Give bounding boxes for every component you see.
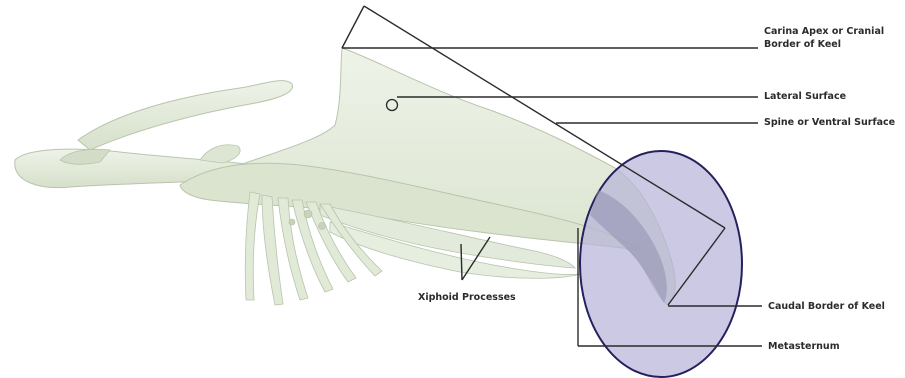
caudal-border-label: Caudal Border of Keel [768, 300, 885, 313]
spine-ventral-surface-label: Spine or Ventral Surface [764, 116, 895, 129]
xiphoid-pointer-left [461, 244, 462, 280]
upper-rib-bone [78, 81, 292, 150]
metasternum-label: Metasternum [768, 340, 840, 353]
foramen-2 [319, 223, 326, 230]
foramen-3 [289, 219, 295, 225]
carina-apex-label: Carina Apex or Cranial Border of Keel [764, 25, 884, 51]
carina-apex-label-line2: Border of Keel [764, 38, 884, 51]
strut-6 [245, 192, 260, 300]
manubrium-bump [200, 145, 240, 163]
lateral-surface-label: Lateral Surface [764, 90, 846, 103]
foramen-1 [304, 210, 312, 218]
xiphoid-processes-label: Xiphoid Processes [418, 291, 516, 304]
apex-top-line [342, 6, 364, 48]
carina-apex-label-line1: Carina Apex or Cranial [764, 25, 884, 38]
